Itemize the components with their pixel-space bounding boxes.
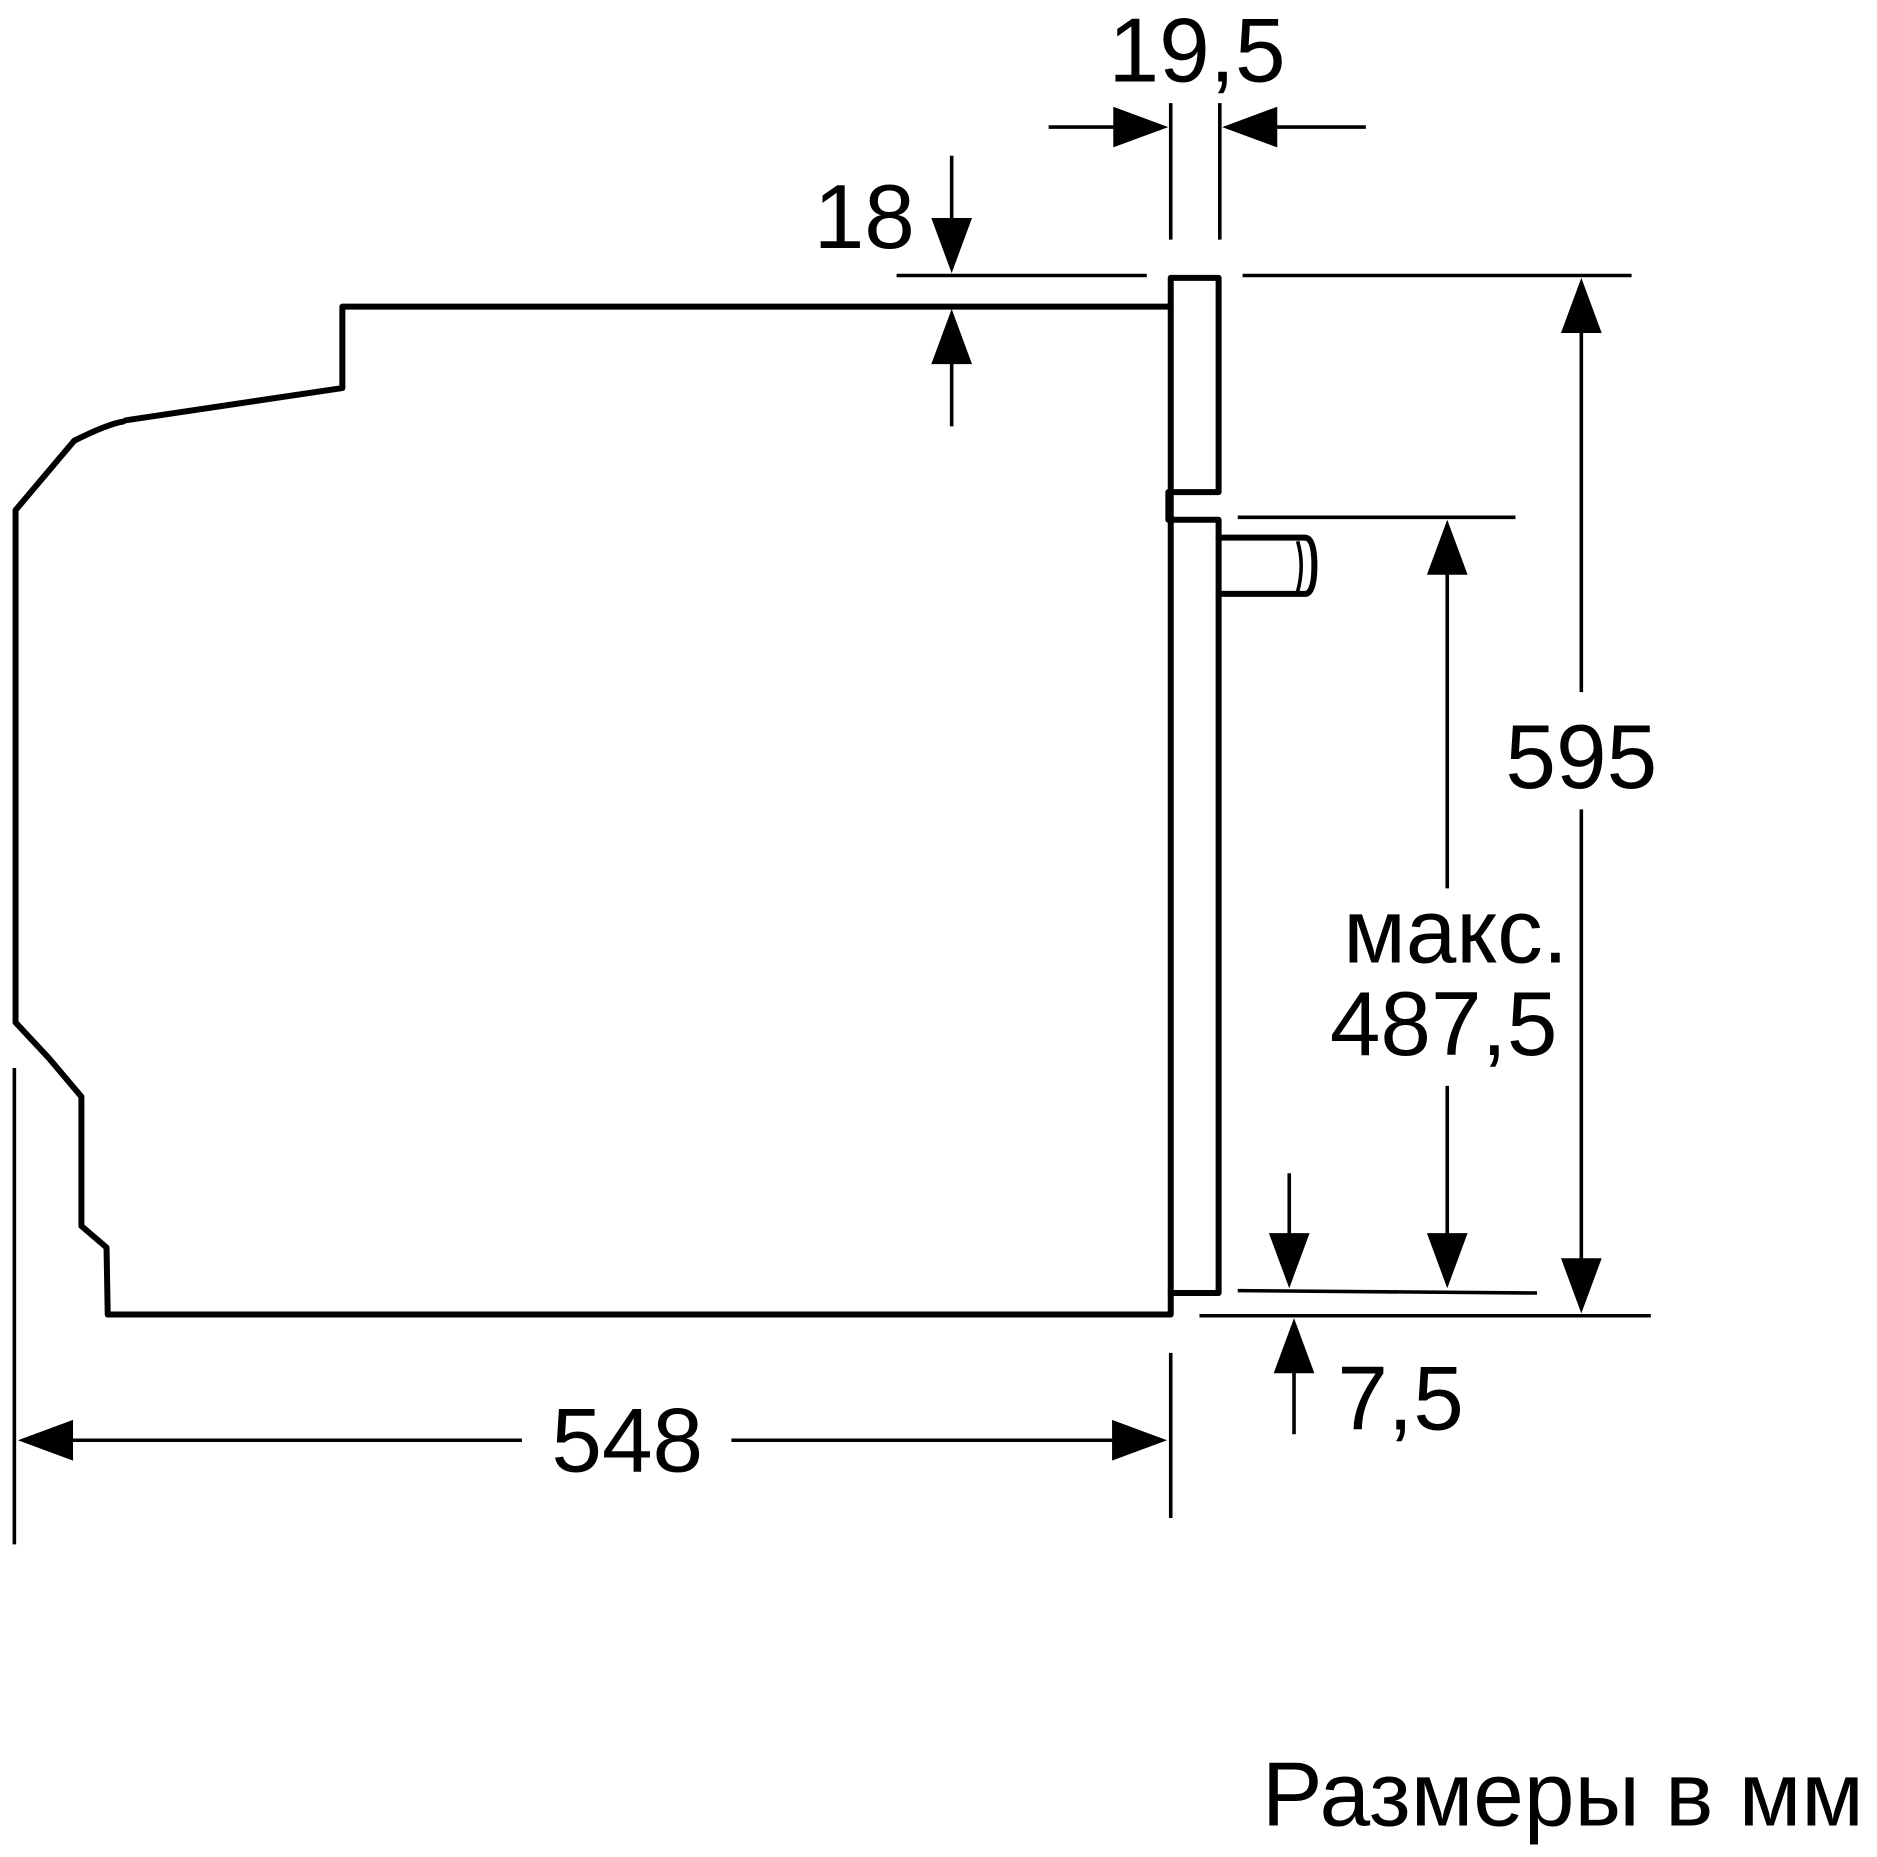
arrow-right-icon (1112, 1419, 1168, 1461)
oven-body-outline (12, 303, 1174, 1318)
arrow-down-icon (1426, 1233, 1468, 1289)
arrow-left-icon (1222, 106, 1278, 148)
arrow-down-icon (1268, 1233, 1310, 1289)
dimension-height-total: 595 (1505, 707, 1657, 808)
dimension-depth: 548 (551, 1390, 703, 1491)
dimension-top-offset: 18 (814, 167, 915, 268)
arrow-right-icon (1113, 106, 1169, 148)
oven-handle (1215, 534, 1318, 597)
arrow-down-icon (931, 218, 973, 274)
dimension-max-value: 487,5 (1330, 974, 1558, 1075)
arrow-up-icon (1273, 1318, 1315, 1374)
arrow-left-icon (17, 1419, 74, 1461)
arrow-down-icon (1560, 1258, 1602, 1314)
oven-door-outline (1167, 274, 1222, 1296)
oven-handle-detail (1295, 540, 1304, 592)
dimension-bottom-offset: 7,5 (1337, 1348, 1463, 1449)
arrow-up-icon (1426, 519, 1468, 575)
arrow-up-icon (1560, 277, 1602, 333)
arrow-up-icon (931, 309, 973, 365)
extension-line (1237, 1288, 1538, 1295)
dimension-top-gap: 19,5 (1109, 1, 1286, 102)
units-note: Размеры в мм (1262, 1745, 1864, 1846)
dimension-max-label: макс. (1343, 882, 1568, 983)
